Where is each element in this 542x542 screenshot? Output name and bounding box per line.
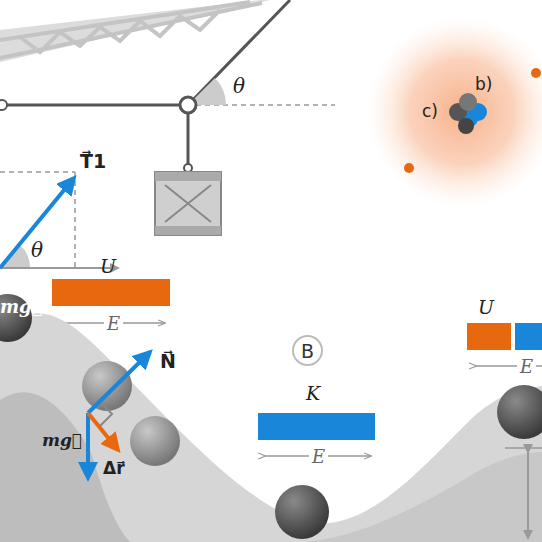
vector-label: mg⃗ <box>42 432 82 449</box>
circle-marker: B <box>292 335 323 366</box>
vector-label: N⃗ <box>160 352 176 371</box>
node-text: B <box>301 340 314 362</box>
vector-label: mg⃗ <box>0 298 42 316</box>
part-label: c) <box>422 103 438 120</box>
part-label: b) <box>475 76 492 93</box>
angle-label: θ <box>233 76 245 96</box>
energy-label: E <box>104 315 123 333</box>
energy-label: K <box>306 384 320 403</box>
energy-label: U <box>100 257 116 276</box>
energy-label: E <box>517 358 536 376</box>
energy-label: E <box>309 448 328 466</box>
angle-label: θ <box>31 240 43 260</box>
vector-label: Δr⃗ <box>103 460 125 477</box>
vector-label: T⃗1 <box>80 152 106 171</box>
energy-label: U <box>478 298 494 317</box>
